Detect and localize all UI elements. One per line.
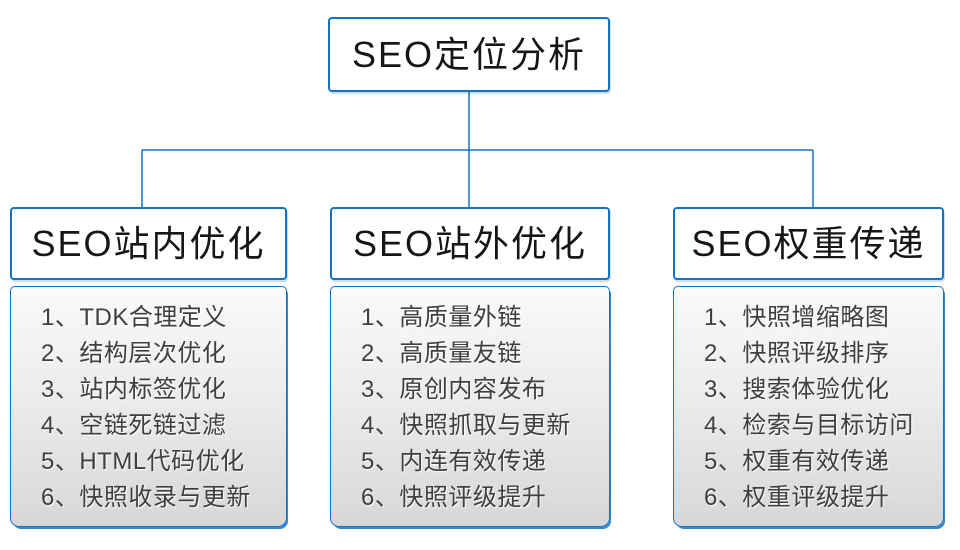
- list-item: 5、权重有效传递: [704, 448, 890, 475]
- branch-weight-title: SEO权重传递: [691, 222, 926, 264]
- list-item: 1、高质量外链: [361, 304, 522, 331]
- list-item: 1、TDK合理定义: [41, 304, 227, 331]
- list-item: 4、快照抓取与更新: [361, 412, 571, 439]
- branch-onsite-list: 1、TDK合理定义 2、结构层次优化 3、站内标签优化 4、空链死链过滤 5、H…: [10, 286, 287, 527]
- branch-offsite-header: SEO站外优化: [330, 207, 610, 280]
- list-item: 6、快照评级提升: [361, 484, 547, 511]
- root-node: SEO定位分析: [328, 17, 610, 92]
- list-item: 1、快照增缩略图: [704, 304, 890, 331]
- branch-offsite-list: 1、高质量外链 2、高质量友链 3、原创内容发布 4、快照抓取与更新 5、内连有…: [330, 286, 610, 527]
- branch-onsite-header: SEO站内优化: [10, 207, 287, 280]
- list-item: 2、快照评级排序: [704, 340, 890, 367]
- list-item: 6、快照收录与更新: [41, 484, 251, 511]
- list-item: 5、HTML代码优化: [41, 448, 245, 475]
- list-item: 4、空链死链过滤: [41, 412, 227, 439]
- branch-weight-header: SEO权重传递: [673, 207, 944, 280]
- list-item: 2、高质量友链: [361, 340, 522, 367]
- list-item: 3、站内标签优化: [41, 376, 227, 403]
- list-item: 3、原创内容发布: [361, 376, 547, 403]
- list-item: 5、内连有效传递: [361, 448, 547, 475]
- branch-offsite-title: SEO站外优化: [352, 222, 588, 264]
- list-item: 4、检索与目标访问: [704, 412, 914, 439]
- branch-weight-list: 1、快照增缩略图 2、快照评级排序 3、搜索体验优化 4、检索与目标访问 5、权…: [673, 286, 944, 527]
- list-item: 2、结构层次优化: [41, 340, 227, 367]
- root-node-label: SEO定位分析: [351, 33, 587, 75]
- list-item: 6、权重评级提升: [704, 484, 890, 511]
- list-item: 3、搜索体验优化: [704, 376, 890, 403]
- branch-onsite-title: SEO站内优化: [31, 222, 266, 264]
